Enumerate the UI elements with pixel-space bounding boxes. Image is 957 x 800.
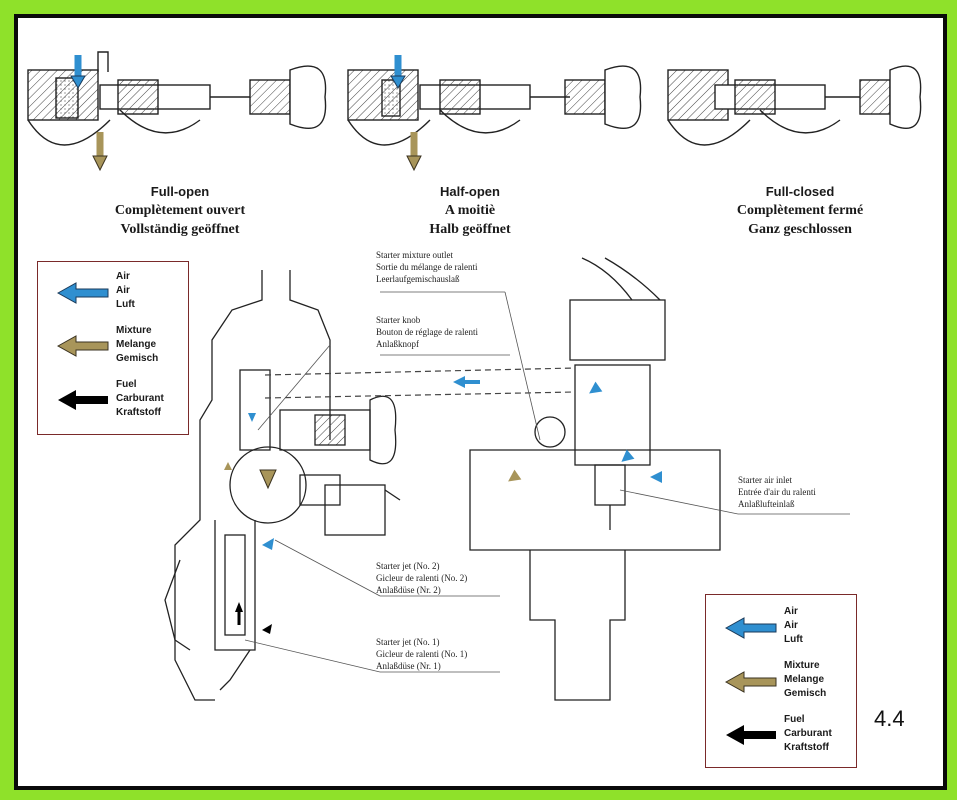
caption-fr: Complètement fermé bbox=[736, 203, 864, 218]
valve-half-open bbox=[347, 65, 642, 146]
caption-en: Half-open bbox=[440, 184, 500, 199]
caption-fr: A moitiè bbox=[444, 203, 496, 218]
legend-fuel: Fuel Carburant Kraftstoff bbox=[784, 713, 832, 755]
callout-en: Starter knob bbox=[376, 315, 421, 325]
caption-de: Halb geöffnet bbox=[429, 222, 511, 237]
caption-full-open: Full-open Complètement ouvert Vollständi… bbox=[70, 182, 290, 239]
starter-passage bbox=[264, 367, 576, 399]
callout-fr: Gicleur de ralenti (No. 1) bbox=[376, 649, 468, 659]
legend-label: Melange bbox=[116, 339, 157, 350]
callout-starter-jet-1: Starter jet (No. 1) Gicleur de ralenti (… bbox=[376, 636, 467, 672]
legend-label: Gemisch bbox=[116, 353, 159, 364]
caption-de: Ganz geschlossen bbox=[748, 222, 852, 237]
legend-arrows bbox=[56, 282, 109, 410]
legend-label: Fuel bbox=[116, 379, 137, 390]
legend-label: Luft bbox=[116, 299, 135, 310]
callout-fr: Entrée d'air du ralenti bbox=[738, 487, 816, 497]
legend-label: Air bbox=[116, 285, 130, 296]
callout-starter-knob: Starter knob Bouton de réglage de ralent… bbox=[376, 314, 478, 350]
callout-en: Starter jet (No. 2) bbox=[376, 561, 440, 571]
callout-leaders bbox=[244, 291, 850, 673]
legend-label: Gemisch bbox=[784, 688, 827, 699]
callout-de: Anlaßknopf bbox=[376, 339, 419, 349]
valve-full-closed bbox=[667, 65, 922, 146]
legend-label: Luft bbox=[784, 634, 803, 645]
legend-mixture: Mixture Melange Gemisch bbox=[784, 659, 826, 701]
legend-label: Carburant bbox=[116, 393, 164, 404]
legend-label: Mixture bbox=[116, 325, 152, 336]
flow-arrows bbox=[224, 376, 662, 634]
figure-number: 4.4 bbox=[874, 706, 905, 731]
legend-label: Carburant bbox=[784, 728, 832, 739]
caption-half-open: Half-open A moitiè Halb geöffnet bbox=[370, 182, 570, 239]
legend-air: Air Air Luft bbox=[116, 270, 135, 312]
legend-label: Kraftstoff bbox=[784, 742, 829, 753]
legend-fuel: Fuel Carburant Kraftstoff bbox=[116, 378, 164, 420]
caption-en: Full-closed bbox=[765, 184, 835, 199]
callout-starter-air-inlet: Starter air inlet Entrée d'air du ralent… bbox=[738, 474, 816, 510]
callout-en: Starter air inlet bbox=[738, 475, 792, 485]
legend-air: Air Air Luft bbox=[784, 605, 803, 647]
valve-full-open bbox=[27, 51, 327, 146]
legend-arrows bbox=[724, 617, 777, 745]
callout-starter-jet-2: Starter jet (No. 2) Gicleur de ralenti (… bbox=[376, 560, 467, 596]
callout-fr: Bouton de réglage de ralenti bbox=[376, 327, 478, 337]
caption-fr: Complètement ouvert bbox=[114, 203, 246, 218]
callout-starter-mixture-outlet: Starter mixture outlet Sortie du mélange… bbox=[376, 249, 477, 285]
caption-full-closed: Full-closed Complètement fermé Ganz gesc… bbox=[690, 182, 910, 239]
legend-label: Melange bbox=[784, 674, 825, 685]
legend-label: Air bbox=[784, 606, 798, 617]
caption-de: Vollständig geöffnet bbox=[120, 222, 240, 237]
callout-fr: Sortie du mélange de ralenti bbox=[376, 262, 478, 272]
carburetor-right-section bbox=[469, 257, 721, 701]
callout-fr: Gicleur de ralenti (No. 2) bbox=[376, 573, 468, 583]
legend-label: Air bbox=[116, 271, 130, 282]
callout-de: Leerlaufgemischauslaß bbox=[376, 274, 460, 284]
caption-en: Full-open bbox=[150, 184, 210, 199]
legend-label: Mixture bbox=[784, 660, 820, 671]
legend-label: Fuel bbox=[784, 714, 805, 725]
legend-label: Air bbox=[784, 620, 798, 631]
legend-mixture: Mixture Melange Gemisch bbox=[116, 324, 158, 366]
callout-en: Starter jet (No. 1) bbox=[376, 637, 440, 647]
callout-de: Anlaßlufteinlaß bbox=[738, 499, 795, 509]
callout-en: Starter mixture outlet bbox=[376, 250, 453, 260]
callout-de: Anlaßdüse (Nr. 2) bbox=[376, 585, 441, 595]
carburetor-left-section bbox=[164, 270, 401, 701]
legend-top-left: Air Air Luft Mixture Melange Gemisch Fue… bbox=[37, 261, 189, 435]
legend-label: Kraftstoff bbox=[116, 407, 161, 418]
legend-bottom-right: Air Air Luft Mixture Melange Gemisch Fue… bbox=[705, 594, 857, 768]
callout-de: Anlaßdüse (Nr. 1) bbox=[376, 661, 441, 671]
